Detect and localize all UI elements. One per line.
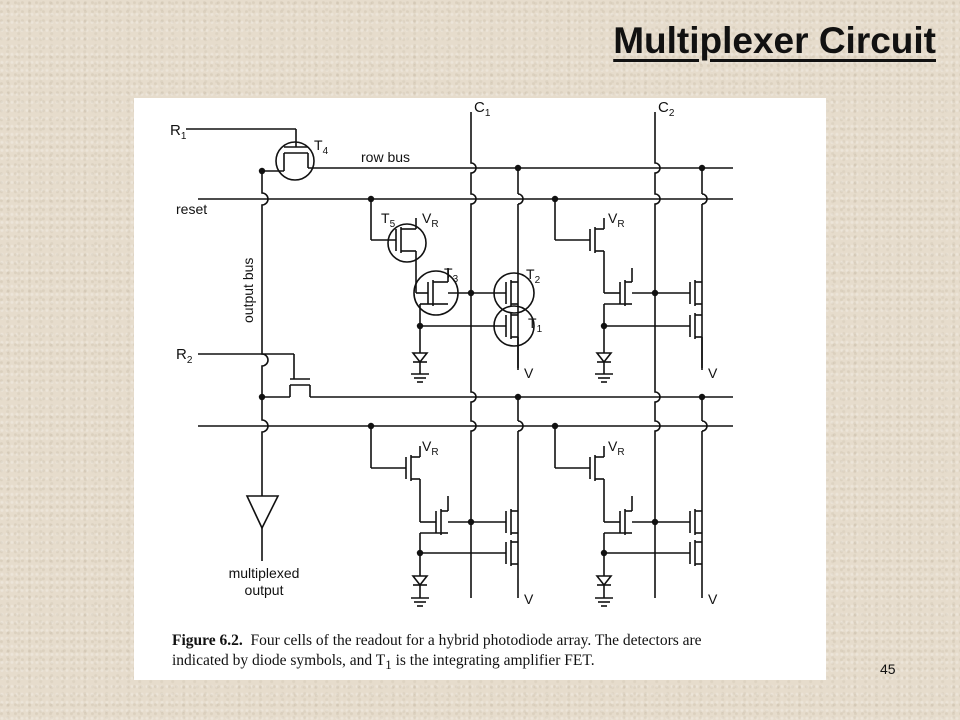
vr-label-4: VR xyxy=(608,438,625,458)
figure-caption: Figure 6.2. Four cells of the readout fo… xyxy=(172,631,812,675)
vr-label-1: VR xyxy=(422,210,439,230)
caption-line2-end: is the integrating amplifier FET. xyxy=(391,652,595,669)
v-label-3: V xyxy=(524,591,534,607)
v-label-2: V xyxy=(708,365,718,381)
multiplexed-output-label-line2: output xyxy=(245,582,284,598)
multiplexed-output-label-line1: multiplexed xyxy=(229,565,300,581)
row-bus-label: row bus xyxy=(361,149,410,165)
caption-line2: indicated by diode symbols, and T xyxy=(172,652,386,669)
slide-number: 45 xyxy=(880,661,896,677)
slide-title: Multiplexer Circuit xyxy=(613,20,936,61)
caption-label: Figure 6.2. xyxy=(172,632,243,649)
c2-label: C2 xyxy=(658,99,675,119)
caption-line1: Four cells of the readout for a hybrid p… xyxy=(250,632,702,649)
r2-label: R2 xyxy=(176,346,193,366)
vr-label-2: VR xyxy=(608,210,625,230)
t1-label: T1 xyxy=(528,315,543,335)
output-bus-label: output bus xyxy=(240,258,256,323)
caption-line2-sub: 1 xyxy=(385,657,392,673)
t3-label: T3 xyxy=(444,265,459,285)
v-label-1: V xyxy=(524,365,534,381)
t4-label: T4 xyxy=(314,137,329,157)
c1-label: C1 xyxy=(474,99,491,119)
v-label-4: V xyxy=(708,591,718,607)
reset-label: reset xyxy=(176,201,207,217)
figure-panel: R1 T4 row bus reset output bus R2 C1 C2 … xyxy=(134,98,826,680)
vr-label-3: VR xyxy=(422,438,439,458)
t2-label: T2 xyxy=(526,266,541,286)
multiplexer-circuit-diagram: R1 T4 row bus reset output bus R2 C1 C2 … xyxy=(170,99,733,607)
r1-label: R1 xyxy=(170,122,187,142)
t5-label: T5 xyxy=(381,210,396,230)
